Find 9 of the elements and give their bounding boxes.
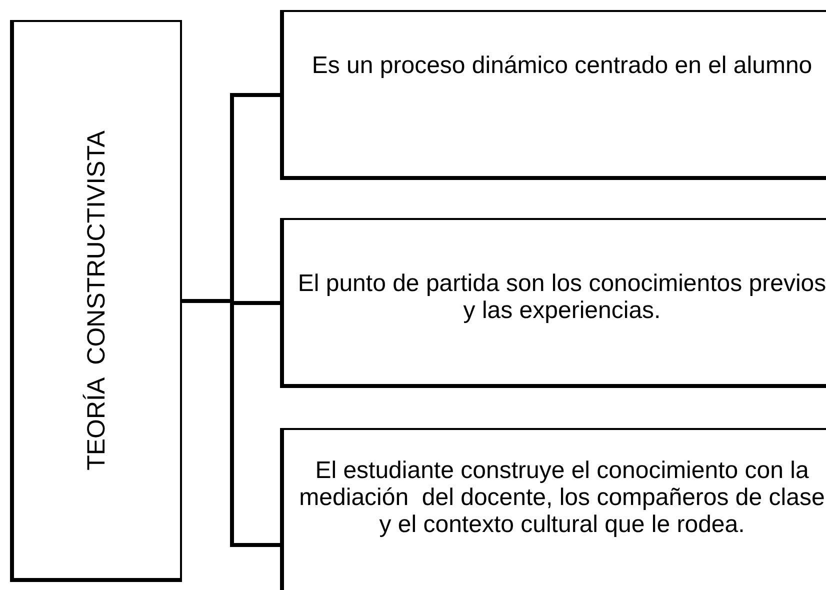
box-text: El estudiante construye el conocimiento con la mediación del docente, los compañeros de clase y el contexto cultural que le rodea. [298, 457, 826, 538]
text-box [280, 10, 826, 180]
box-text: Es un proceso dinámico centrado en el alumno [310, 52, 814, 79]
text-box [280, 428, 826, 590]
title-box [10, 20, 182, 582]
text-box [280, 218, 826, 388]
vertical-title: TEORÍA CONSTRUCTIVISTA [82, 130, 112, 470]
connector-line [182, 299, 280, 547]
box-text: El punto de partida son los conocimientos previos y las experiencias. [296, 270, 826, 324]
